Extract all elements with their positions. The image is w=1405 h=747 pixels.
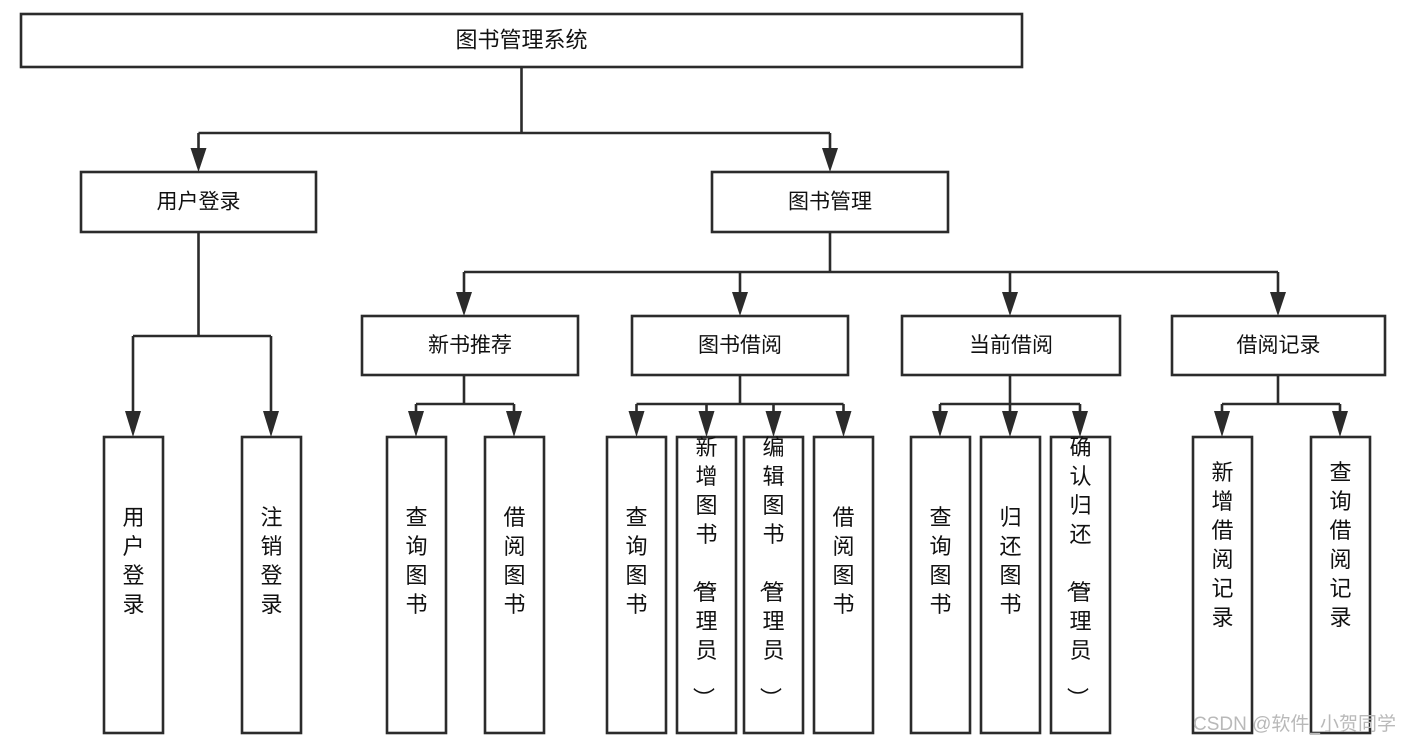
leaf-query-book-3[interactable]: 查询图书: [909, 435, 972, 735]
leaf-return-book-label: 归还图书: [999, 505, 1021, 617]
node-borrow-record-label: 借阅记录: [1237, 334, 1321, 357]
leaf-query-borrow-record[interactable]: 查询借阅记录: [1309, 435, 1372, 735]
leaf-add-borrow-record-label: 新增借阅记录: [1211, 460, 1233, 630]
arrow-to-leaf-borrow-book-1-icon: [506, 411, 522, 437]
leaf-confirm-return-admin-box: [1049, 435, 1112, 735]
leaf-query-book-1[interactable]: 查询图书: [385, 435, 448, 735]
leaf-user-login[interactable]: 用户登录: [102, 435, 165, 735]
leaf-query-book-2[interactable]: 查询图书: [605, 435, 668, 735]
leaf-query-book-2-label: 查询图书: [625, 505, 647, 617]
leaf-user-logout-box: [240, 435, 303, 735]
leaf-user-login-box: [102, 435, 165, 735]
node-book-management-label: 图书管理: [788, 191, 872, 214]
leaf-add-book-admin-label: 新增图书（管理员）: [690, 435, 717, 709]
arrow-to-leaf-edit-book-admin-icon: [765, 411, 782, 437]
node-book-management-box: [710, 170, 950, 234]
arrow-to-leaf-borrow-book-2-icon: [835, 411, 852, 437]
leaf-borrow-book-2-label: 借阅图书: [832, 505, 854, 617]
leaf-user-login-label: 用户登录: [122, 505, 144, 617]
leaf-query-book-1-box: [385, 435, 448, 735]
node-book-borrow[interactable]: 图书借阅: [630, 314, 850, 377]
node-book-borrow-label: 图书借阅: [698, 334, 782, 357]
arrow-to-leaf-query-book-3-icon: [932, 411, 948, 437]
leaf-user-logout[interactable]: 注销登录: [240, 435, 303, 735]
node-borrow-record[interactable]: 借阅记录: [1170, 314, 1387, 377]
edge-group-book-borrow-to-leaves: [628, 375, 852, 437]
leaf-borrow-book-1[interactable]: 借阅图书: [483, 435, 546, 735]
arrow-to-leaf-query-borrow-record-icon: [1332, 411, 1348, 437]
leaf-edit-book-admin-label: 编辑图书（管理员）: [757, 435, 784, 709]
node-book-borrow-box: [630, 314, 850, 377]
arrow-to-leaf-user-login-icon: [125, 411, 141, 437]
arrow-to-current-borrow-icon: [1002, 292, 1018, 316]
leaf-borrow-book-1-box: [483, 435, 546, 735]
node-current-borrow-label: 当前借阅: [969, 334, 1053, 357]
leaf-borrow-book-2[interactable]: 借阅图书: [812, 435, 875, 735]
node-current-borrow[interactable]: 当前借阅: [900, 314, 1122, 377]
node-root[interactable]: 图书管理系统: [19, 12, 1024, 69]
leaf-return-book[interactable]: 归还图书: [979, 435, 1042, 735]
leaf-query-book-3-label: 查询图书: [929, 505, 951, 617]
node-root-box: [19, 12, 1024, 69]
node-current-borrow-box: [900, 314, 1122, 377]
node-new-book-recommend[interactable]: 新书推荐: [360, 314, 580, 377]
node-user-login[interactable]: 用户登录: [79, 170, 318, 234]
leaf-edit-book-admin-box: [742, 435, 805, 735]
node-user-login-label: 用户登录: [157, 191, 241, 214]
leaf-borrow-book-2-box: [812, 435, 875, 735]
arrow-to-book-management-icon: [822, 148, 838, 172]
leaf-add-book-admin[interactable]: 新增图书（管理员）: [675, 435, 738, 735]
node-book-management[interactable]: 图书管理: [710, 170, 950, 234]
arrow-to-leaf-add-borrow-record-icon: [1214, 411, 1230, 437]
arrow-to-leaf-confirm-return-admin-icon: [1072, 411, 1088, 437]
leaf-query-book-1-label: 查询图书: [405, 505, 427, 617]
leaf-borrow-book-1-label: 借阅图书: [503, 505, 525, 617]
leaf-query-book-2-box: [605, 435, 668, 735]
edge-group-book-management-to-level3: [456, 232, 1286, 316]
arrow-to-book-borrow-icon: [732, 292, 748, 316]
edge-group-user-login-to-leaves: [125, 232, 279, 437]
arrow-to-user-login-icon: [190, 148, 207, 172]
arrow-to-leaf-query-book-2-icon: [628, 411, 645, 437]
csdn-watermark: CSDN @软件_小贺同学: [1193, 713, 1396, 735]
leaf-edit-book-admin[interactable]: 编辑图书（管理员）: [742, 435, 805, 735]
leaf-query-borrow-record-box: [1309, 435, 1372, 735]
edge-group-borrow-record-to-leaves: [1214, 375, 1348, 437]
leaf-confirm-return-admin-label: 确认归还（管理员）: [1064, 435, 1091, 709]
leaf-query-book-3-box: [909, 435, 972, 735]
leaf-confirm-return-admin[interactable]: 确认归还（管理员）: [1049, 435, 1112, 735]
arrow-to-leaf-add-book-admin-icon: [698, 411, 715, 437]
node-user-login-box: [79, 170, 318, 234]
leaf-user-logout-label: 注销登录: [260, 505, 282, 617]
node-borrow-record-box: [1170, 314, 1387, 377]
edge-group-current-borrow-to-leaves: [932, 375, 1088, 437]
node-new-book-recommend-label: 新书推荐: [428, 334, 512, 357]
arrow-to-leaf-return-book-icon: [1002, 411, 1018, 437]
leaf-add-book-admin-box: [675, 435, 738, 735]
node-root-label: 图书管理系统: [455, 27, 587, 52]
leaf-query-borrow-record-label: 查询借阅记录: [1329, 460, 1351, 630]
leaf-return-book-box: [979, 435, 1042, 735]
arrow-to-leaf-query-book-1-icon: [408, 411, 424, 437]
leaf-add-borrow-record[interactable]: 新增借阅记录: [1191, 435, 1254, 735]
arrow-to-new-book-recommend-icon: [456, 292, 472, 316]
node-new-book-recommend-box: [360, 314, 580, 377]
arrow-to-borrow-record-icon: [1270, 292, 1286, 316]
leaf-add-borrow-record-box: [1191, 435, 1254, 735]
edge-group-root-to-level2: [190, 67, 838, 172]
edge-group-new-book-recommend-to-leaves: [408, 375, 522, 437]
arrow-to-leaf-user-logout-icon: [263, 411, 279, 437]
